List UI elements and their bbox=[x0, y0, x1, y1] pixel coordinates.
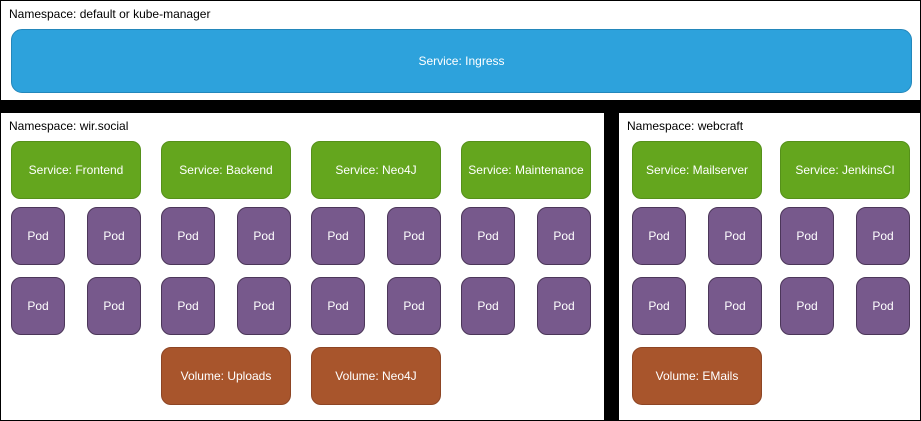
service-backend[interactable]: Service: Backend bbox=[161, 141, 291, 199]
pod[interactable]: Pod bbox=[537, 277, 591, 335]
volume-neo4j[interactable]: Volume: Neo4J bbox=[311, 347, 441, 405]
pod[interactable]: Pod bbox=[237, 277, 291, 335]
volume-emails[interactable]: Volume: EMails bbox=[632, 347, 762, 405]
namespace-label-webcraft: Namespace: webcraft bbox=[627, 119, 744, 133]
pod[interactable]: Pod bbox=[387, 277, 441, 335]
namespace-label-wir-social: Namespace: wir.social bbox=[9, 119, 129, 133]
pod[interactable]: Pod bbox=[387, 207, 441, 265]
pod[interactable]: Pod bbox=[856, 277, 910, 335]
namespace-label-default: Namespace: default or kube-manager bbox=[9, 7, 211, 21]
pod[interactable]: Pod bbox=[161, 277, 215, 335]
pod[interactable]: Pod bbox=[856, 207, 910, 265]
pod[interactable]: Pod bbox=[708, 207, 762, 265]
service-mailserver[interactable]: Service: Mailserver bbox=[632, 141, 762, 199]
pod[interactable]: Pod bbox=[311, 207, 365, 265]
pod[interactable]: Pod bbox=[780, 277, 834, 335]
pod[interactable]: Pod bbox=[708, 277, 762, 335]
pod[interactable]: Pod bbox=[632, 277, 686, 335]
service-neo4j[interactable]: Service: Neo4J bbox=[311, 141, 441, 199]
pod[interactable]: Pod bbox=[161, 207, 215, 265]
volume-uploads[interactable]: Volume: Uploads bbox=[161, 347, 291, 405]
service-jenkinsci[interactable]: Service: JenkinsCI bbox=[780, 141, 910, 199]
pod[interactable]: Pod bbox=[780, 207, 834, 265]
service-frontend[interactable]: Service: Frontend bbox=[11, 141, 141, 199]
namespace-panel-default: Namespace: default or kube-manager Servi… bbox=[0, 0, 921, 101]
service-ingress[interactable]: Service: Ingress bbox=[11, 29, 912, 93]
pod[interactable]: Pod bbox=[87, 277, 141, 335]
service-maintenance[interactable]: Service: Maintenance bbox=[461, 141, 591, 199]
pod[interactable]: Pod bbox=[87, 207, 141, 265]
pod[interactable]: Pod bbox=[537, 207, 591, 265]
pod[interactable]: Pod bbox=[237, 207, 291, 265]
pod[interactable]: Pod bbox=[11, 207, 65, 265]
pod[interactable]: Pod bbox=[461, 277, 515, 335]
pod[interactable]: Pod bbox=[311, 277, 365, 335]
pod[interactable]: Pod bbox=[632, 207, 686, 265]
pod[interactable]: Pod bbox=[461, 207, 515, 265]
pod[interactable]: Pod bbox=[11, 277, 65, 335]
